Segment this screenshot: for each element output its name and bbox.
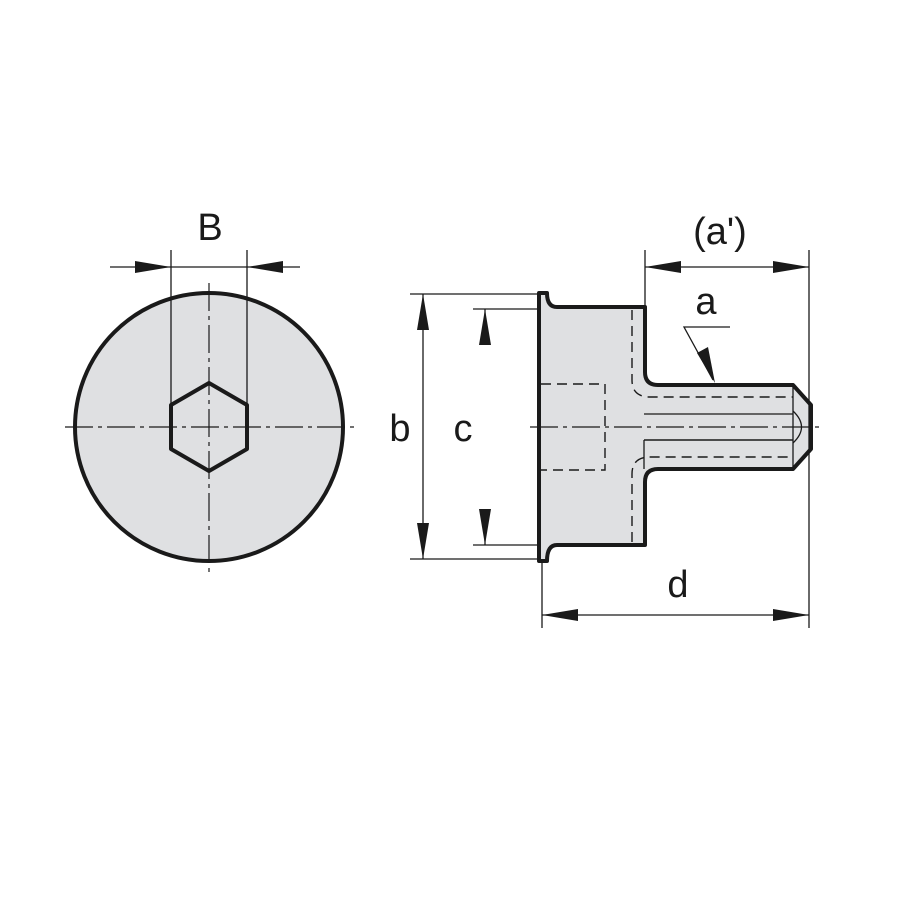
hidden-socket [541,383,606,471]
arrow-icon [697,347,715,383]
label-d: d [667,564,688,606]
front-view: B [65,207,355,572]
arrow-icon [773,261,809,273]
hidden-line [631,456,793,542]
arrow-icon [773,609,809,621]
arrow-icon [645,261,681,273]
label-b: b [389,408,410,450]
arrow-icon [135,261,171,273]
arrow-icon [479,309,491,345]
arrow-icon [542,609,578,621]
arrow-icon [247,261,283,273]
side-view: b c d (a') a [389,211,822,628]
label-a-prime: (a') [693,211,747,253]
arrow-icon [479,509,491,545]
arrow-icon [417,523,429,559]
arrow-icon [417,294,429,330]
hidden-line [631,310,793,398]
label-B: B [197,207,222,249]
label-a: a [695,281,717,323]
label-c: c [454,408,473,450]
